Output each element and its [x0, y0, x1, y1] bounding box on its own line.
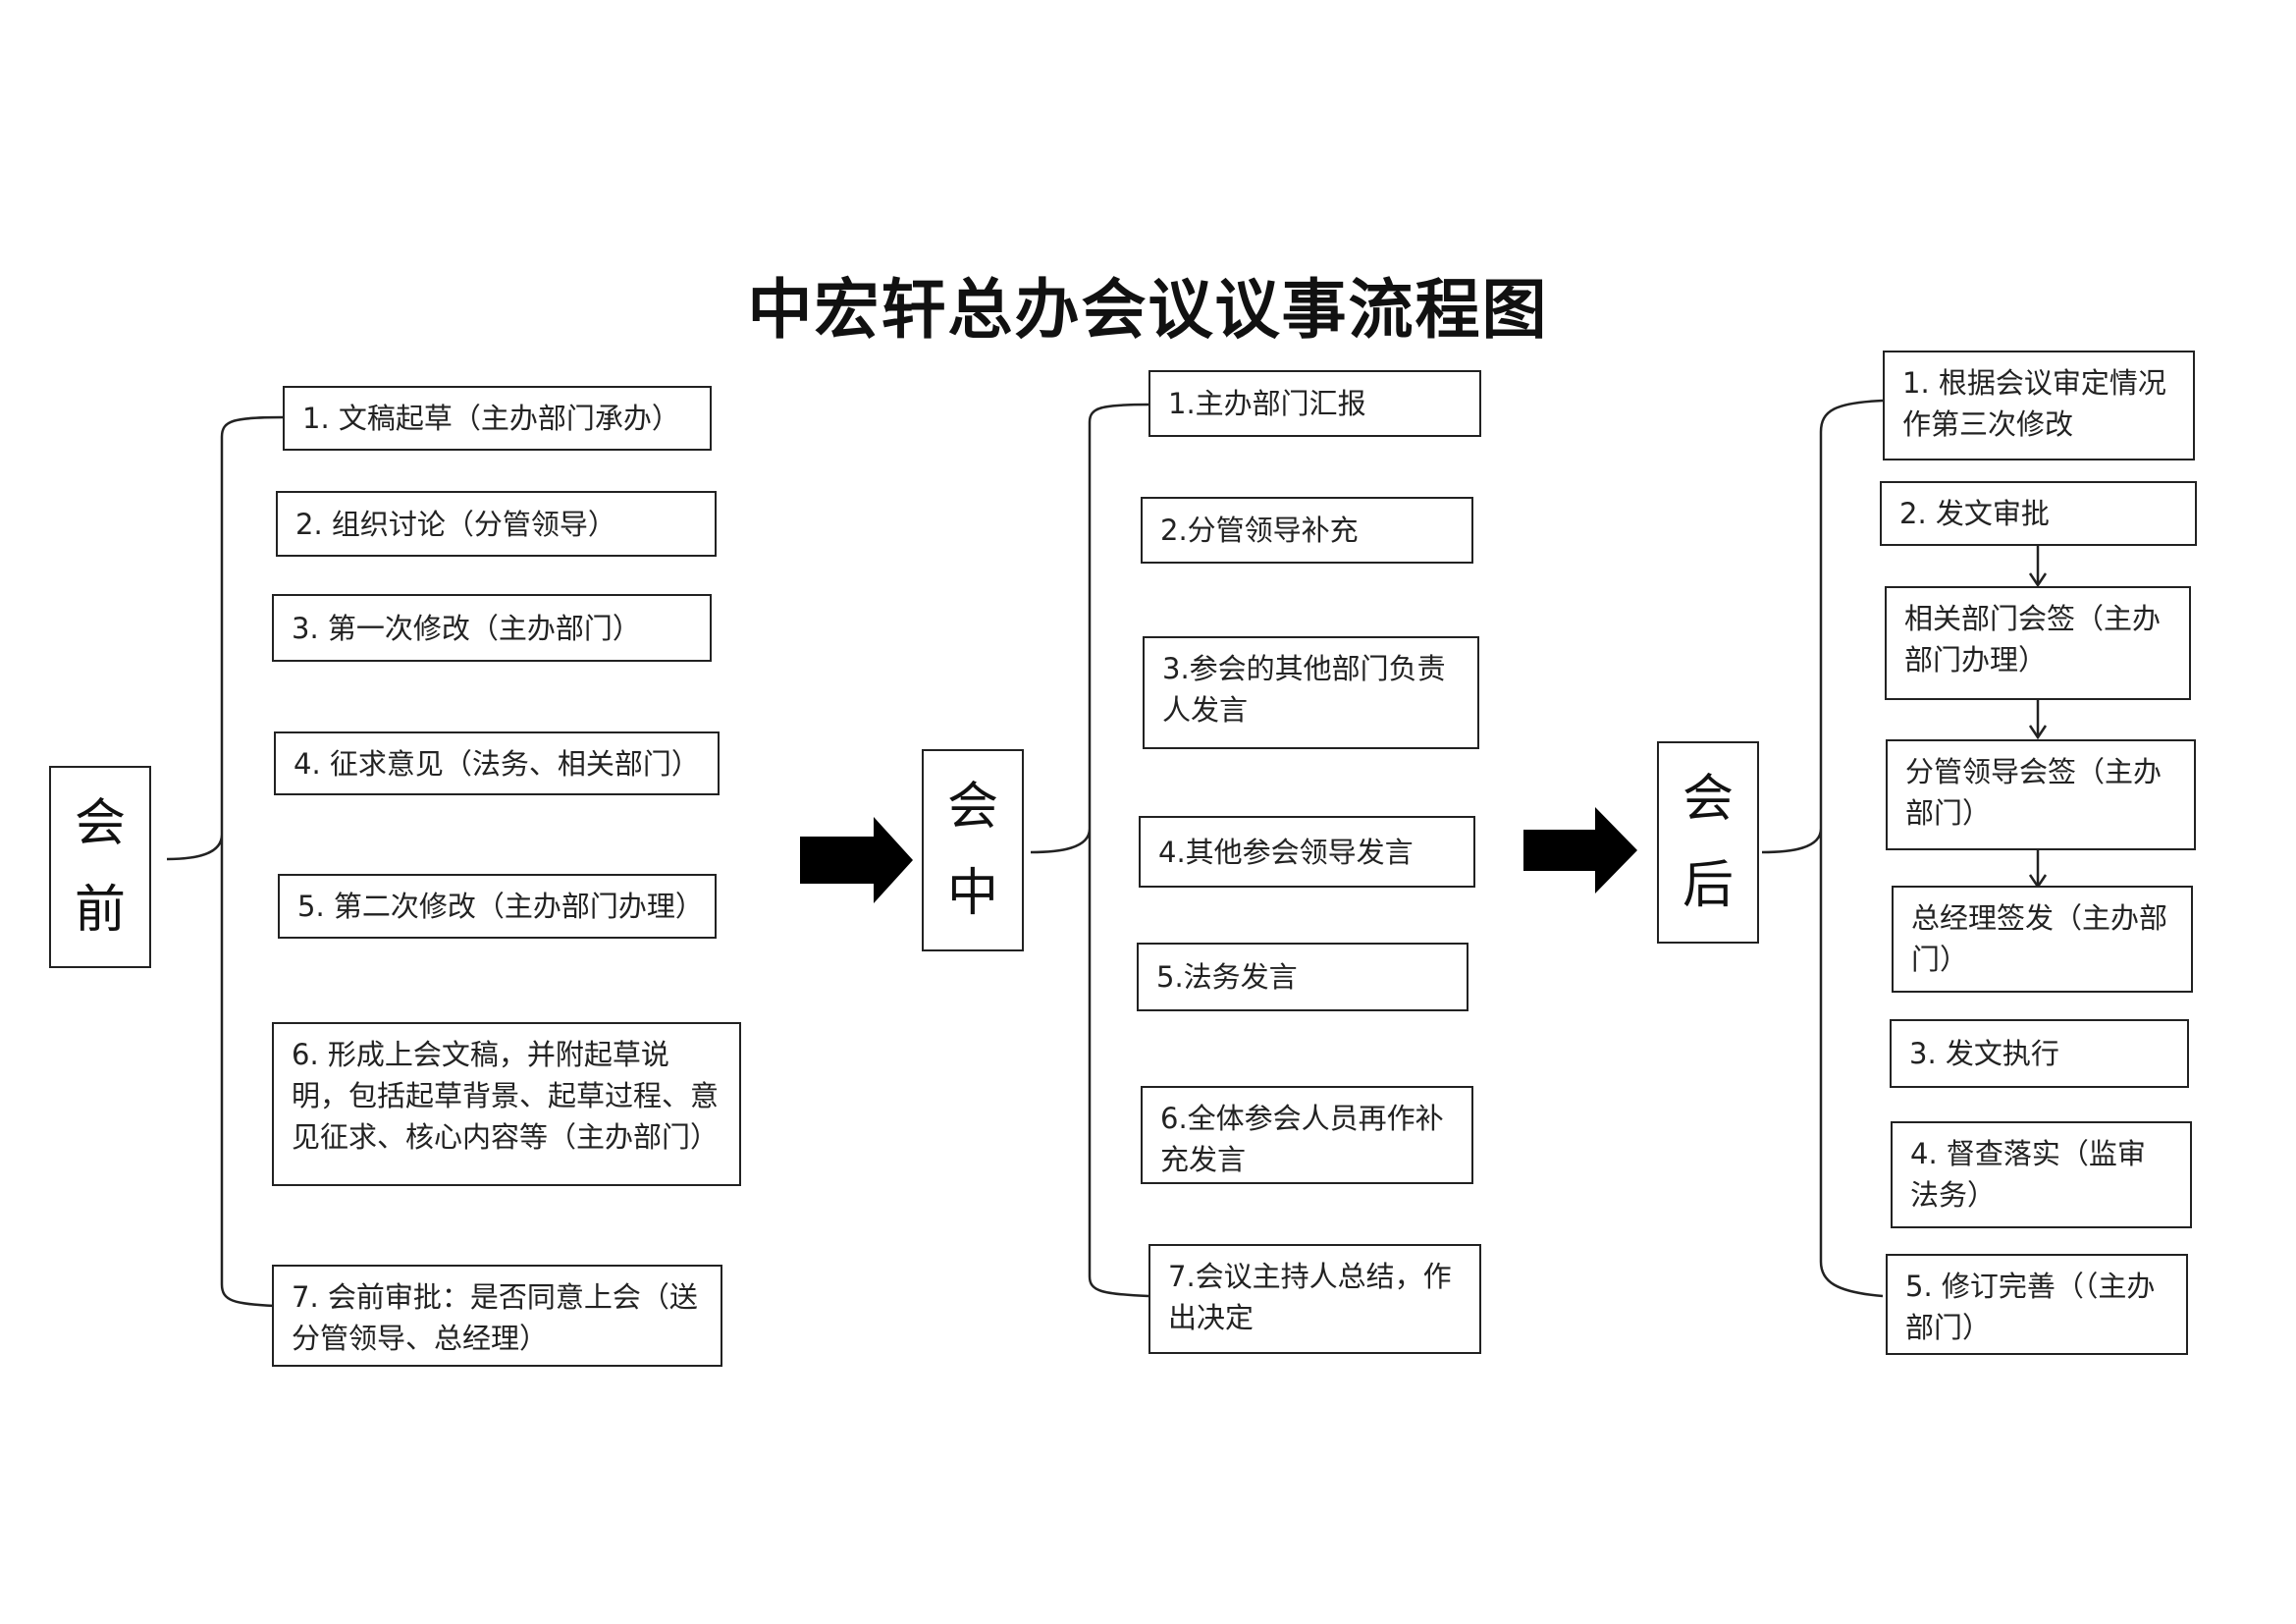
before-step-6: 6. 形成上会文稿，并附起草说明，包括起草背景、起草过程、意见征求、核心内容等（… — [272, 1022, 741, 1186]
after-step-4: 分管领导会签（主办部门） — [1886, 739, 2196, 850]
after-step-3: 相关部门会签（主办部门办理） — [1885, 586, 2191, 700]
brace-after — [1761, 399, 1884, 1298]
phase-before-char-2: 前 — [74, 881, 126, 940]
brace-before — [166, 415, 286, 1308]
during-step-2: 2.分管领导补充 — [1141, 497, 1473, 564]
before-step-4: 4. 征求意见（法务、相关部门） — [274, 731, 720, 795]
phase-after: 会 后 — [1657, 741, 1759, 944]
phase-during-char-2: 中 — [946, 864, 998, 923]
before-step-1: 1. 文稿起草（主办部门承办） — [283, 386, 712, 451]
big-arrow-2 — [1523, 807, 1637, 893]
brace-during — [1030, 403, 1149, 1298]
before-step-7: 7. 会前审批：是否同意上会（送分管领导、总经理） — [272, 1265, 722, 1367]
during-step-6: 6.全体参会人员再作补充发言 — [1141, 1086, 1473, 1184]
after-step-6: 3. 发文执行 — [1890, 1019, 2189, 1088]
after-step-1: 1. 根据会议审定情况作第三次修改 — [1883, 351, 2195, 460]
before-step-5: 5. 第二次修改（主办部门办理） — [278, 874, 717, 939]
during-step-3: 3.参会的其他部门负责人发言 — [1143, 636, 1479, 749]
during-step-7: 7.会议主持人总结，作出决定 — [1148, 1244, 1481, 1354]
after-step-8: 5. 修订完善（（主办部门） — [1886, 1254, 2188, 1355]
before-step-3: 3. 第一次修改（主办部门） — [272, 594, 712, 662]
during-step-4: 4.其他参会领导发言 — [1139, 816, 1475, 888]
page-title: 中宏轩总办会议议事流程图 — [747, 271, 1549, 348]
phase-before: 会 前 — [49, 766, 151, 968]
phase-before-char-1: 会 — [74, 794, 126, 853]
after-step-7: 4. 督查落实（监审法务） — [1891, 1121, 2192, 1228]
big-arrow-1 — [800, 817, 913, 903]
phase-during: 会 中 — [922, 749, 1024, 951]
after-step-2: 2. 发文审批 — [1880, 481, 2197, 546]
phase-after-char-1: 会 — [1682, 770, 1734, 829]
before-step-2: 2. 组织讨论（分管领导） — [276, 491, 717, 557]
phase-after-char-2: 后 — [1682, 856, 1734, 915]
after-step-5: 总经理签发（主办部门） — [1892, 886, 2193, 993]
during-step-5: 5.法务发言 — [1137, 943, 1468, 1011]
during-step-1: 1.主办部门汇报 — [1148, 370, 1481, 437]
phase-during-char-1: 会 — [946, 778, 998, 837]
